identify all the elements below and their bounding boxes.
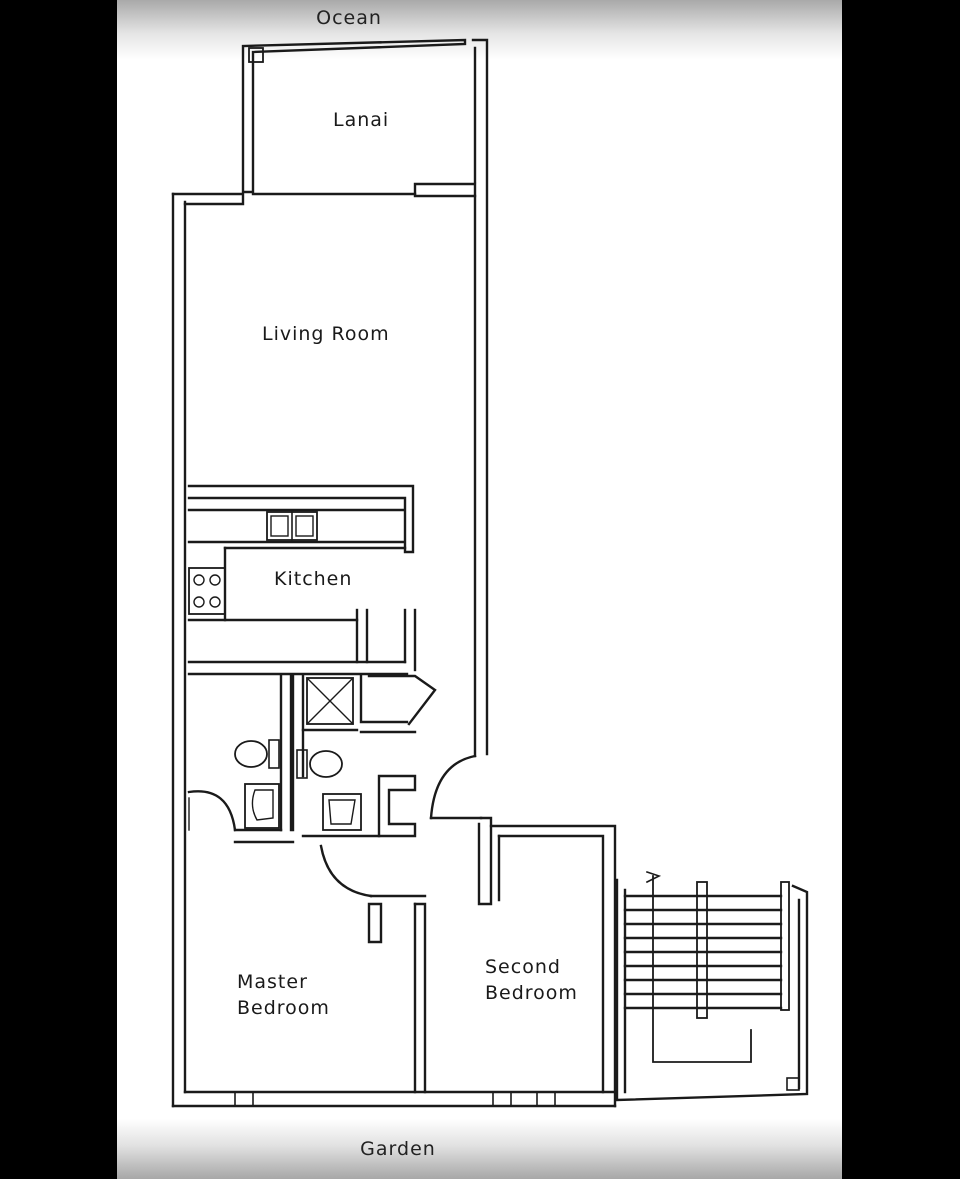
label-living-room: Living Room: [262, 323, 390, 345]
orientation-label-ocean: Ocean: [316, 7, 382, 29]
outer-walls: [171, 182, 617, 1108]
floor-plan-panel: Lanai Living Room Kitchen Master Bedroom…: [117, 0, 842, 1179]
lanai-walls: [241, 38, 489, 756]
label-master-bedroom-line1: Master: [237, 971, 308, 993]
bottom-gradient-band: [117, 1119, 842, 1179]
label-second-bedroom-line1: Second: [485, 956, 561, 978]
kitchen-walls: [187, 484, 417, 676]
bathroom-walls: [187, 674, 483, 844]
label-kitchen: Kitchen: [274, 568, 352, 590]
top-gradient-band: [117, 0, 842, 60]
label-second-bedroom-line2: Bedroom: [485, 982, 578, 1004]
orientation-label-garden: Garden: [360, 1138, 436, 1160]
floor-plan-drawing: Lanai Living Room Kitchen Master Bedroom…: [171, 38, 809, 1108]
label-lanai: Lanai: [333, 109, 389, 131]
stairs: [615, 870, 809, 1102]
label-master-bedroom-line2: Bedroom: [237, 997, 330, 1019]
bedroom-walls: [319, 816, 617, 1108]
